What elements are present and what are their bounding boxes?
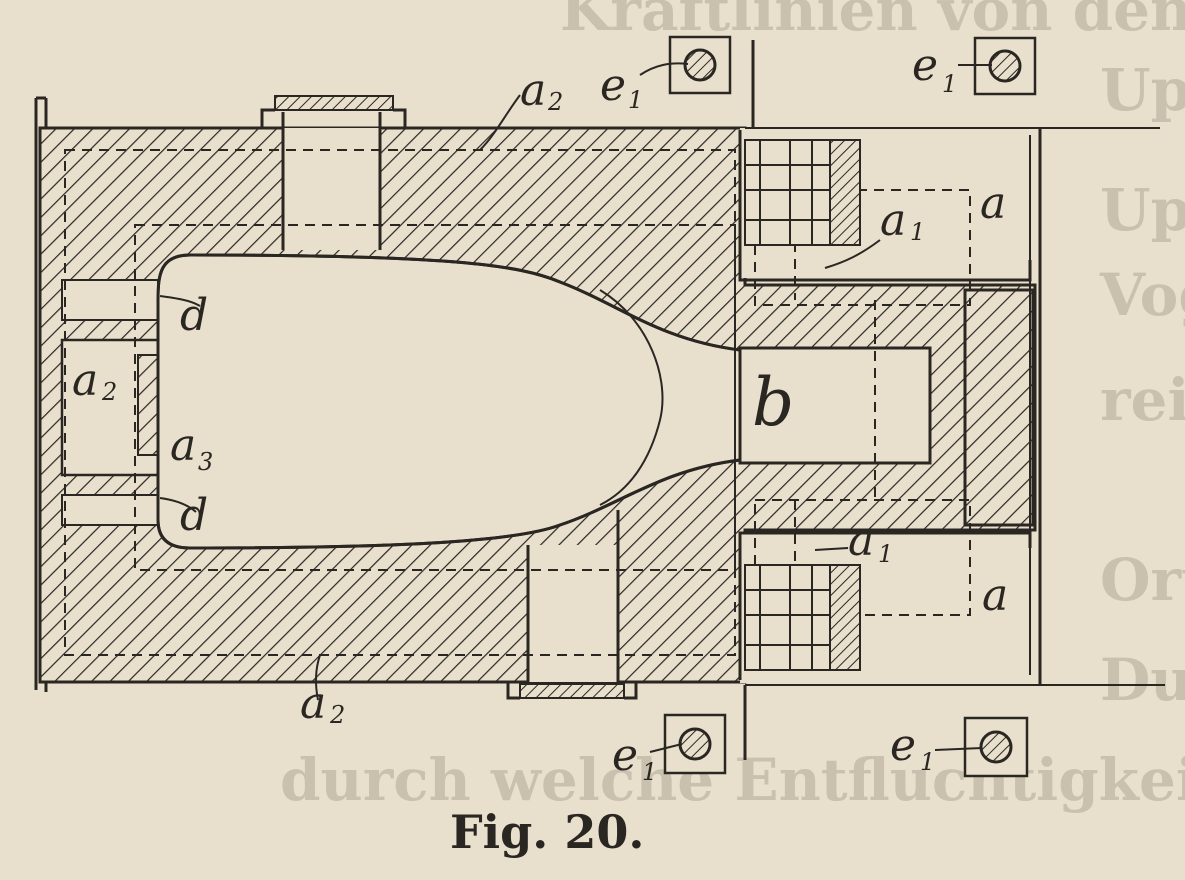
bottom-opening	[528, 545, 618, 682]
label-a1-upper-sub: 1	[910, 218, 925, 246]
label-a2-top-sub: 2	[547, 88, 563, 116]
label-a3-sub: 3	[198, 448, 213, 476]
casing	[34, 40, 1165, 760]
label-a2-bottom: a	[300, 678, 326, 729]
background-line: Vogel	[1099, 261, 1185, 329]
label-e1-bottom-left-sub: 1	[642, 758, 657, 786]
terminal-bottom-left	[663, 713, 727, 775]
label-a2-left-sub: 2	[101, 378, 117, 406]
label-a1-upper: a	[880, 195, 906, 246]
label-a1-lower-sub: 1	[878, 540, 893, 568]
upper-coil	[738, 130, 1032, 282]
terminal-top-left	[668, 35, 732, 95]
label-d-lower: d	[180, 490, 208, 541]
background-line: reich	[1100, 366, 1185, 434]
label-a2-left: a	[72, 355, 98, 406]
pole-piece	[963, 288, 1035, 527]
background-line: Uptlr	[1100, 176, 1185, 244]
label-e1-top-left-sub: 1	[628, 86, 643, 114]
background-line: Uptlr	[1100, 56, 1185, 124]
iron-body	[38, 112, 1040, 690]
pole-gap	[738, 346, 932, 465]
label-e1-bottom-left: e	[612, 730, 638, 781]
label-e1-top-right: e	[912, 40, 938, 91]
background-line: Kraftlinien von den Unipolar magnetische…	[560, 0, 1185, 44]
label-e1-bottom-right: e	[890, 720, 916, 771]
label-b: b	[752, 364, 794, 441]
top-opening	[283, 128, 380, 250]
terminal-bottom-right	[963, 716, 1029, 778]
label-e1-top-right-sub: 1	[942, 70, 957, 98]
label-a2-top: a	[520, 65, 546, 116]
label-e1-bottom-right-sub: 1	[920, 748, 935, 776]
top-cover	[274, 95, 394, 111]
label-e1-top-left: e	[600, 60, 626, 111]
label-a-upper: a	[980, 178, 1006, 229]
figure-caption: Fig. 20.	[450, 805, 644, 859]
label-a3: a	[170, 420, 196, 471]
labels: a 2 e 1 e 1 a a 1 d a 2 a 3 d b a 1 a a …	[72, 40, 1008, 786]
background-text: Kraftlinien von den Unipolar magnetische…	[280, 0, 1185, 814]
label-a2-bottom-sub: 2	[329, 701, 345, 729]
background-line: Dur	[1100, 646, 1185, 714]
label-a1-lower: a	[848, 515, 874, 566]
lower-coil	[738, 531, 1032, 680]
bottom-cover	[519, 683, 625, 699]
background-line: durch welche Entfluchtigkeit eine	[280, 746, 1185, 814]
background-line: Ortfo	[1100, 546, 1185, 614]
label-a-lower: a	[982, 570, 1008, 621]
terminal-top-right	[973, 36, 1037, 96]
label-d-upper: d	[180, 290, 208, 341]
left-slot-lower	[61, 494, 159, 526]
left-slot-upper	[61, 279, 159, 321]
